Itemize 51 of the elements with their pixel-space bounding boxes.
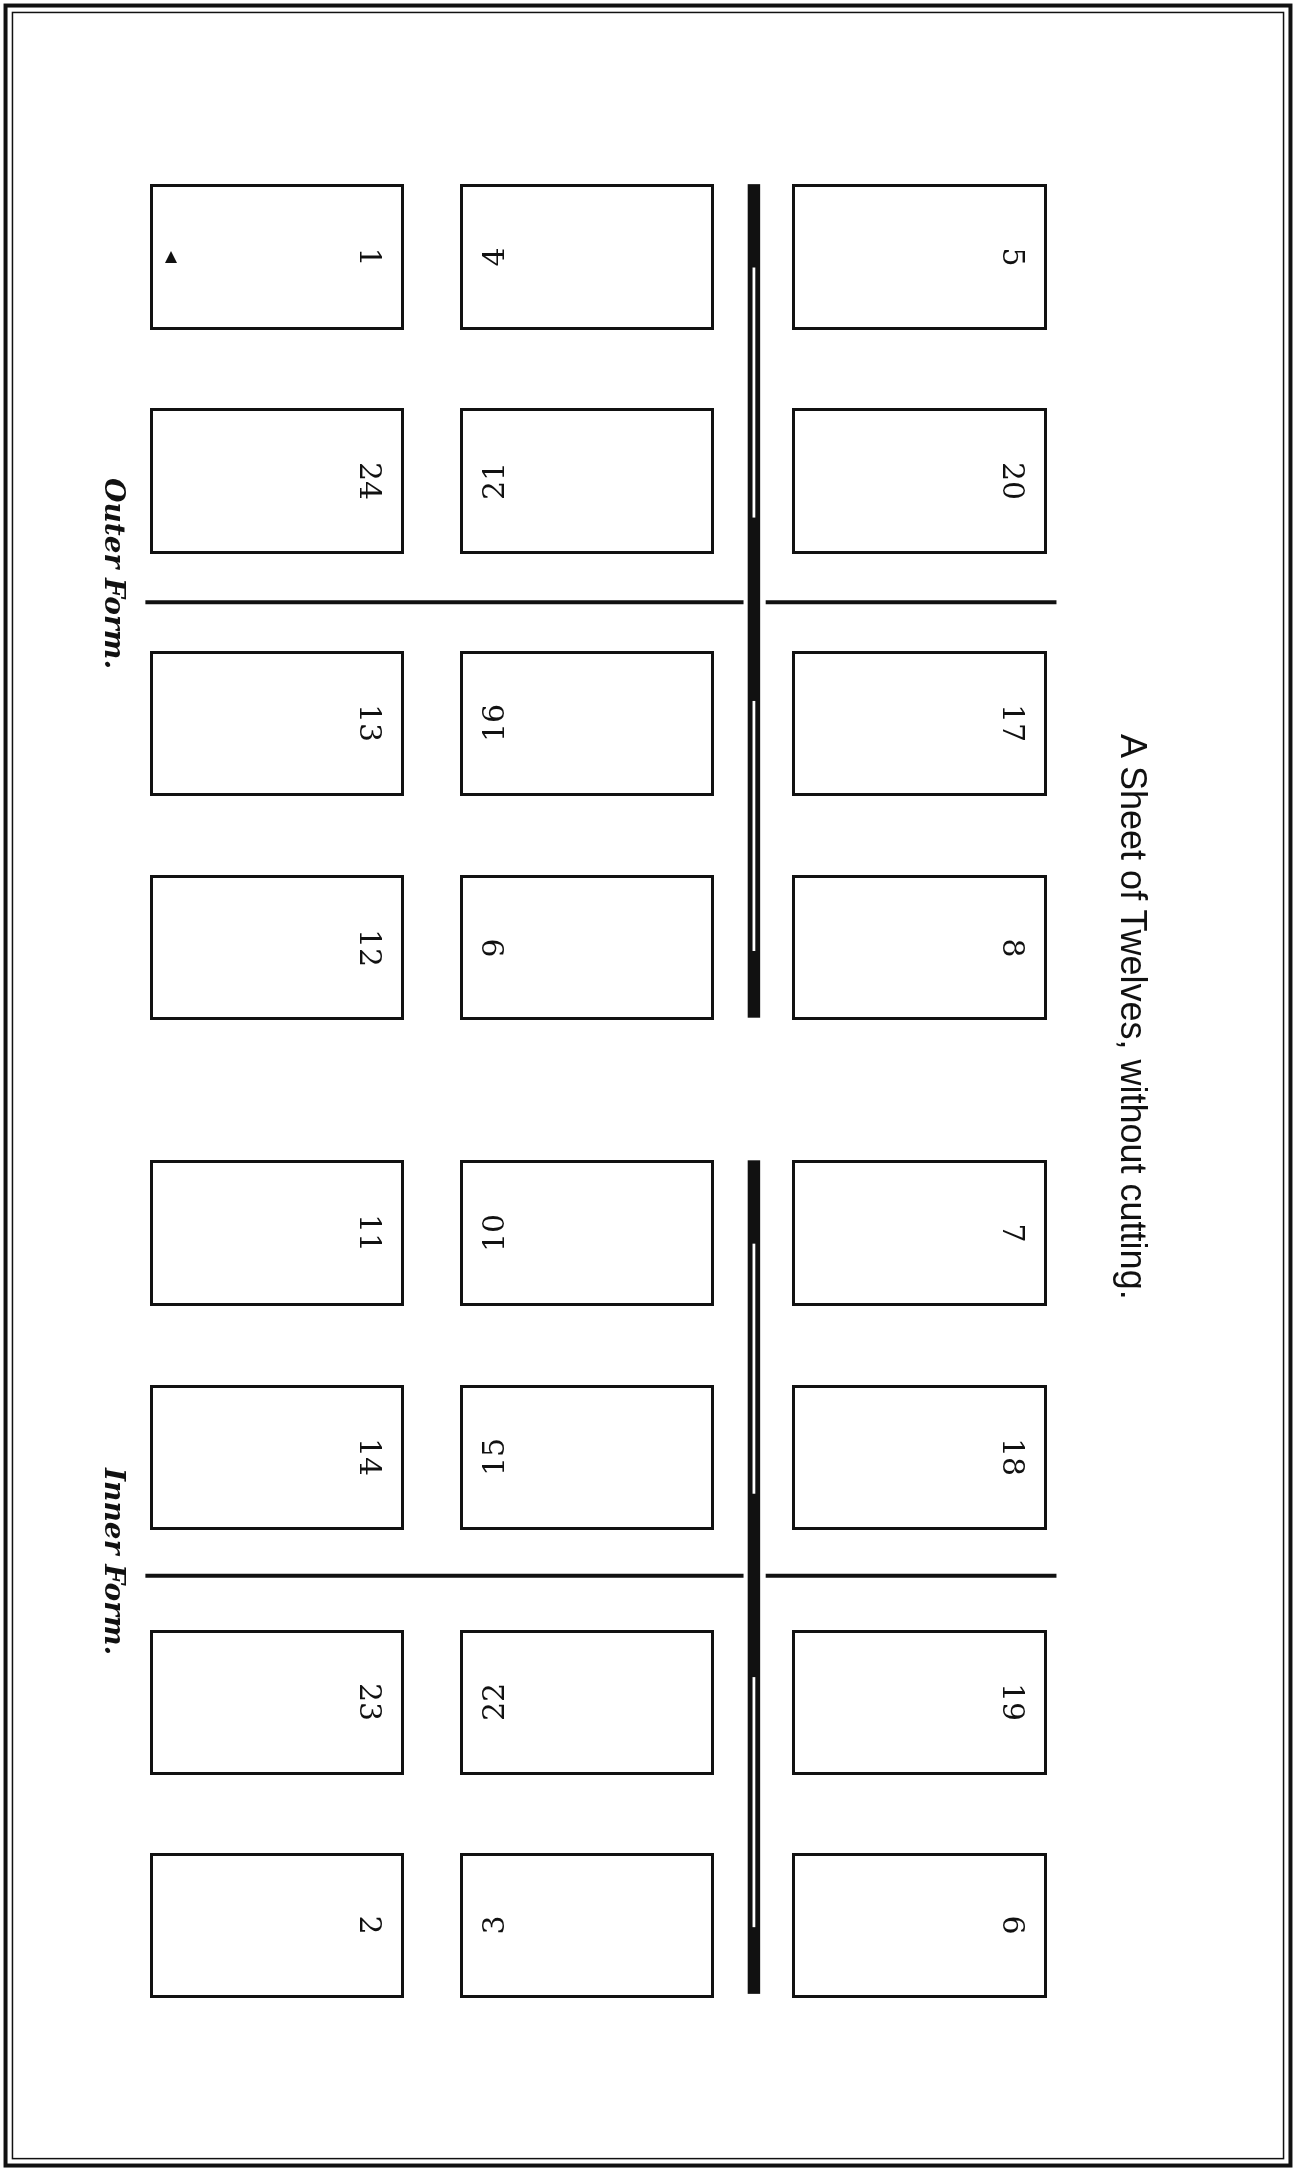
form-label: Outer Form. — [99, 477, 128, 669]
page-box — [459, 875, 715, 1021]
page-box — [792, 650, 1047, 797]
page-number: 19 — [997, 1683, 1028, 1722]
page-box — [149, 408, 405, 554]
title: A Sheet of Twelves, without cutting. — [1114, 733, 1151, 1300]
page-number: 11 — [355, 1213, 386, 1253]
page-number: 14 — [355, 1438, 386, 1477]
page-number: 21 — [478, 462, 509, 501]
page-box — [792, 1160, 1047, 1306]
page-box — [459, 1384, 715, 1530]
page-number: 7 — [997, 1223, 1028, 1243]
page-number: 8 — [997, 938, 1028, 958]
page-box — [792, 1852, 1047, 1998]
page-number: 16 — [478, 704, 509, 743]
page-number: 6 — [997, 1915, 1028, 1935]
page-number: 12 — [355, 928, 386, 967]
page-number: 4 — [478, 247, 509, 267]
page-box — [792, 1629, 1047, 1776]
page-box — [149, 1629, 405, 1776]
page-number: 5 — [997, 247, 1028, 267]
page-number: 15 — [478, 1438, 509, 1477]
page-number: 24 — [355, 462, 386, 501]
page-box — [149, 1384, 405, 1530]
page-box — [149, 1160, 405, 1306]
page-number: 2 — [355, 1915, 386, 1935]
page-number: 18 — [997, 1438, 1028, 1477]
page-number: 10 — [478, 1213, 509, 1253]
page-box — [792, 1384, 1047, 1530]
page-number: 23 — [355, 1683, 386, 1722]
page-number: 3 — [478, 1915, 509, 1935]
page-box — [459, 1629, 715, 1776]
page-box — [459, 1852, 715, 1998]
form-label: Inner Form. — [99, 1467, 128, 1655]
page-box — [149, 1852, 405, 1998]
page-box — [459, 1160, 715, 1306]
page-number: 20 — [997, 462, 1028, 501]
page-box — [149, 650, 405, 797]
page-box — [792, 875, 1047, 1021]
page-number: 17 — [997, 704, 1028, 743]
page-number: 13 — [355, 704, 386, 743]
page-box — [792, 408, 1047, 554]
page-box — [459, 184, 715, 330]
page-number: 1 — [355, 247, 386, 267]
page-number: 9 — [478, 938, 509, 958]
page-box — [149, 875, 405, 1021]
page-number: 22 — [478, 1683, 509, 1722]
page-box — [459, 650, 715, 797]
page-box — [792, 184, 1047, 330]
page-box — [149, 184, 405, 330]
page-box — [459, 408, 715, 554]
